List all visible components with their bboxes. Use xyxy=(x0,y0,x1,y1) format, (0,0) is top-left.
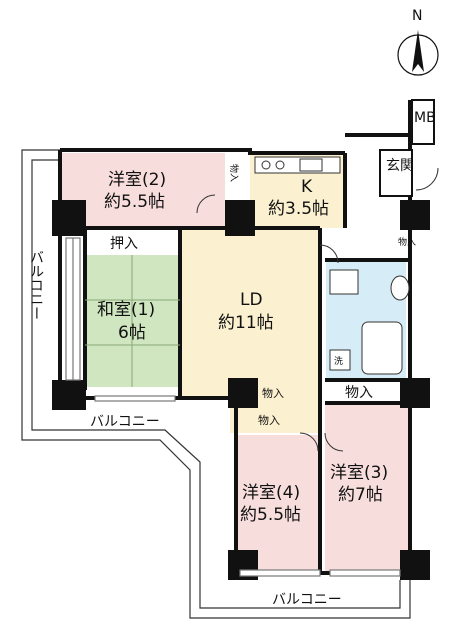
monoire-label-4: 物入 xyxy=(398,236,416,248)
western4-size: 約5.5帖 xyxy=(240,505,301,525)
compass-north-icon xyxy=(397,30,439,76)
balcony-label-left: バルコニー xyxy=(28,250,44,320)
room-western2 xyxy=(62,153,225,228)
bath-fixtures xyxy=(329,269,410,375)
japanese-size: 6帖 xyxy=(118,323,146,343)
ld-name: LD xyxy=(240,290,263,310)
kitchen-name: K xyxy=(301,177,313,197)
closet-oshiire xyxy=(85,230,180,255)
balcony-label-bottom: バルコニー xyxy=(272,592,342,608)
windows xyxy=(65,237,401,577)
room-ld xyxy=(180,228,320,398)
kitchen-counter xyxy=(254,156,341,174)
ld-size: 約11帖 xyxy=(218,313,274,333)
balcony-outline xyxy=(21,149,411,619)
western4-name: 洋室(4) xyxy=(242,483,300,503)
monoire-label-2: 物入 xyxy=(258,413,280,427)
western2-name: 洋室(2) xyxy=(108,170,166,190)
tatami-lines xyxy=(85,255,180,387)
western3-name: 洋室(3) xyxy=(330,463,388,483)
doors xyxy=(196,167,439,452)
western2-size: 約5.5帖 xyxy=(104,192,165,212)
balcony-label-mid: バルコニー xyxy=(90,414,160,430)
columns xyxy=(52,200,430,580)
mb-label: MB xyxy=(414,110,436,126)
kitchen-size: 約3.5帖 xyxy=(268,199,329,219)
room-western3 xyxy=(325,405,410,573)
monoire-label-3: 物入 xyxy=(345,385,373,401)
washer-label: 洗 xyxy=(334,355,343,367)
monoire-label-5: 物入 xyxy=(228,164,240,182)
monoire-label-1: 物入 xyxy=(262,386,284,400)
compass-n-label: N xyxy=(412,8,422,24)
western3-size: 約7帖 xyxy=(338,485,383,505)
entrance-area xyxy=(379,99,435,197)
japanese-name: 和室(1) xyxy=(97,300,155,320)
oshiire-label: 押入 xyxy=(110,236,138,252)
genkan-label: 玄関 xyxy=(386,157,414,174)
